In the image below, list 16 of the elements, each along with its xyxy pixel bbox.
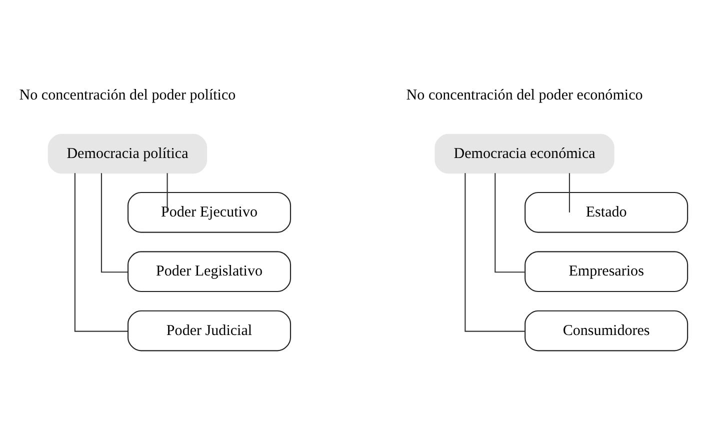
node-box: Empresarios — [524, 251, 688, 292]
node-box: Estado — [524, 192, 688, 233]
node-box: Democracia económica — [434, 134, 614, 174]
node-box: Poder Legislativo — [128, 251, 292, 292]
connector — [74, 173, 128, 332]
node-label: No concentración del poder político — [19, 88, 236, 104]
connector — [100, 173, 128, 273]
connector — [166, 173, 168, 212]
connector — [568, 173, 570, 212]
connector — [494, 173, 525, 273]
node-box: Poder Judicial — [128, 310, 292, 352]
node-box: Consumidores — [524, 310, 688, 352]
node-label: No concentración del poder económico — [406, 88, 643, 104]
node-box: Democracia política — [48, 134, 208, 174]
connector — [464, 173, 525, 332]
node-box: Poder Ejecutivo — [128, 192, 292, 233]
